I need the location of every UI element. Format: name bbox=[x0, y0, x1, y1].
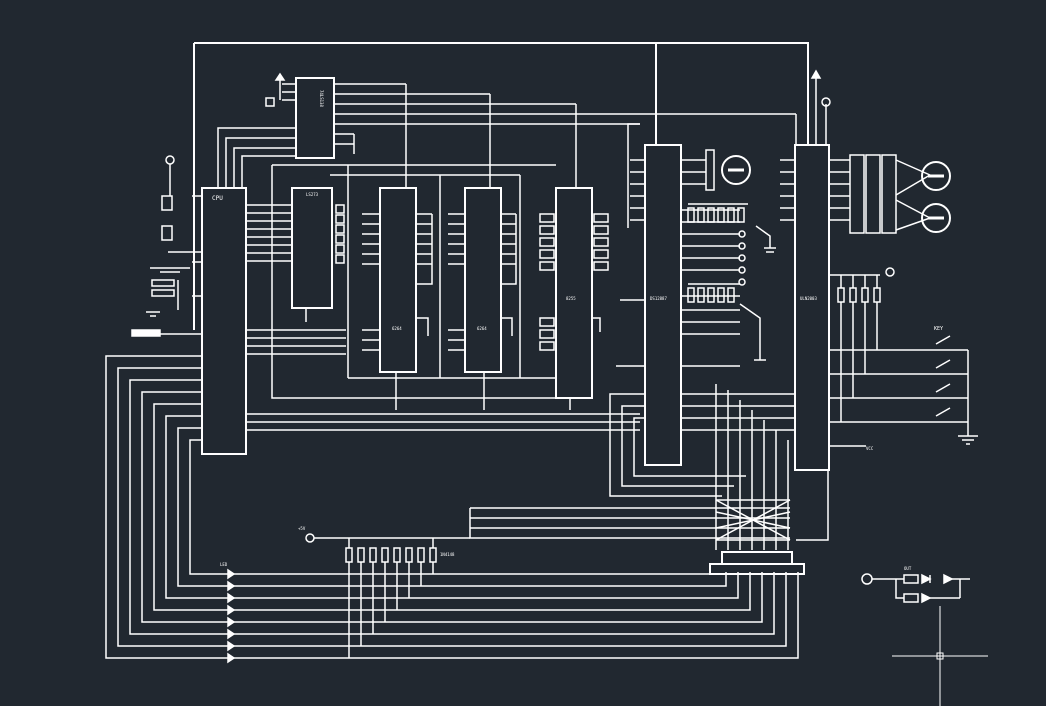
driver-right-outputs bbox=[829, 154, 931, 234]
latch-label: LS273 bbox=[306, 192, 319, 197]
motor-icon bbox=[921, 161, 951, 233]
diode-bank-label: 1N4148 bbox=[440, 552, 455, 557]
rtc-right-pins bbox=[681, 149, 740, 367]
cpu-label: CPU bbox=[212, 195, 223, 202]
latch-chip[interactable]: LS273 bbox=[291, 187, 333, 309]
resistor-array-upper bbox=[687, 203, 748, 223]
rtc-label: DS12887 bbox=[650, 296, 667, 301]
decoder-top-label: 74LS138 bbox=[319, 90, 324, 107]
output-label: OUT bbox=[904, 566, 912, 571]
ppi-label: 8255 bbox=[566, 296, 576, 301]
latch-outputs bbox=[305, 204, 345, 322]
bottom-connector[interactable] bbox=[709, 551, 805, 575]
ram2-pins bbox=[448, 213, 517, 410]
resistor-array-lower bbox=[687, 283, 766, 361]
driver-top-leads bbox=[810, 69, 831, 145]
rtc-left-pins bbox=[616, 123, 645, 367]
led-bank-label: LED bbox=[220, 562, 228, 567]
power-input-label: +5V bbox=[298, 526, 306, 531]
cpu-chip[interactable]: CPU bbox=[201, 187, 247, 455]
ram1-label: 6264 bbox=[392, 326, 402, 331]
pullup-resistors bbox=[829, 267, 895, 303]
vcc-arrow-icon bbox=[265, 72, 286, 107]
ram-chip-1[interactable]: 6264 bbox=[379, 187, 417, 373]
ppi-chip[interactable]: 8255 bbox=[555, 187, 593, 399]
ppi-pins bbox=[539, 213, 609, 410]
ucs-crosshair-icon bbox=[892, 606, 988, 706]
cpu-data-bus bbox=[246, 204, 640, 431]
cpu-top-leads bbox=[217, 127, 296, 188]
ground-icon bbox=[958, 435, 978, 445]
cpu-left-pins bbox=[132, 195, 202, 335]
ram2-label: 6264 bbox=[477, 326, 487, 331]
led-column bbox=[738, 225, 776, 286]
resistor-bank-bottom bbox=[345, 538, 437, 658]
decoder-top-leads bbox=[282, 83, 797, 188]
address-bus bbox=[271, 164, 570, 399]
power-out-label: VCC bbox=[866, 446, 874, 451]
top-bus bbox=[193, 42, 809, 330]
driver-left-leads bbox=[780, 159, 795, 221]
driver-chip[interactable]: ULN2003 bbox=[794, 144, 830, 471]
reset-circuit bbox=[131, 155, 190, 337]
power-input[interactable]: +5V bbox=[298, 526, 470, 543]
crystal-icon bbox=[721, 155, 751, 185]
output-port[interactable]: OUT bbox=[861, 566, 970, 604]
led-bank: LED bbox=[220, 562, 236, 664]
ram1-pins bbox=[362, 213, 433, 410]
connector-matrix bbox=[469, 384, 829, 550]
key-switches[interactable] bbox=[829, 302, 969, 436]
ram-chip-2[interactable]: 6264 bbox=[464, 187, 502, 373]
rtc-chip[interactable]: DS12887 bbox=[644, 144, 682, 466]
driver-label: ULN2003 bbox=[800, 296, 817, 301]
keypad-label: KEY bbox=[934, 326, 943, 332]
bottom-bus bbox=[105, 355, 799, 659]
rtc-bottom-routes bbox=[609, 393, 795, 497]
decoder-chip-top[interactable]: 74LS138 bbox=[295, 77, 335, 159]
